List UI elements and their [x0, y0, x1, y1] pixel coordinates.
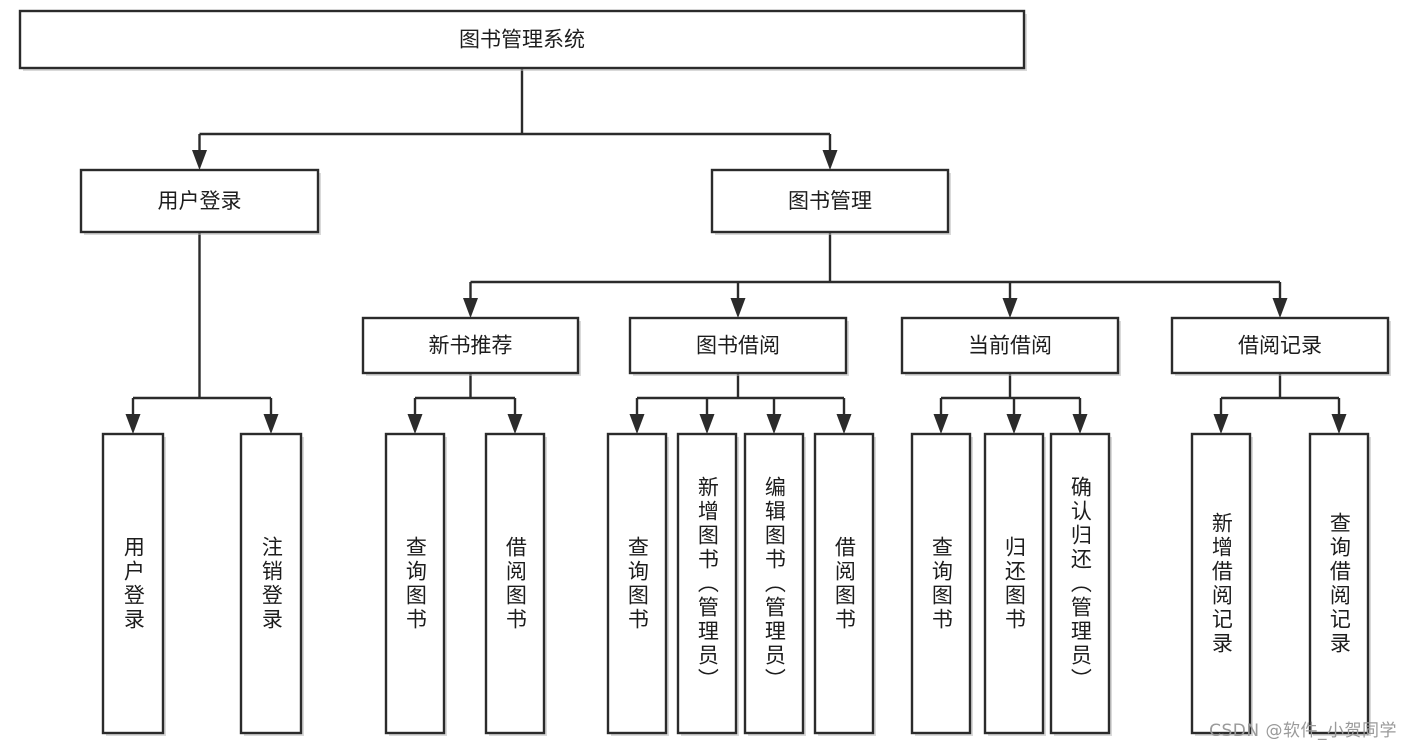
node-root[interactable] — [18, 9, 1027, 71]
node-user-login[interactable] — [79, 168, 321, 235]
edge-group-borrow-record — [1213, 373, 1347, 434]
node-leaf-borrow-book-1[interactable] — [484, 432, 547, 736]
node-label-book-manage: 图书管理 — [788, 189, 872, 213]
edge-group-user-login — [125, 232, 279, 434]
node-leaf-user-logout[interactable] — [239, 432, 304, 736]
node-label-root: 图书管理系统 — [459, 28, 585, 52]
node-book-manage[interactable] — [710, 168, 951, 235]
node-leaf-return-book[interactable] — [983, 432, 1046, 736]
node-leaf-query-book-2[interactable] — [606, 432, 669, 736]
node-leaf-confirm-return[interactable] — [1049, 432, 1112, 736]
node-leaf-query-book-1[interactable] — [384, 432, 447, 736]
node-current-borrow[interactable] — [900, 316, 1121, 376]
edge-group-current-borrow — [933, 373, 1088, 434]
node-leaf-borrow-book-2[interactable] — [813, 432, 876, 736]
node-book-borrow[interactable] — [628, 316, 849, 376]
edge-group-new-book-recommend — [407, 373, 523, 434]
edge-group-root — [192, 68, 838, 170]
node-leaf-add-record[interactable] — [1190, 432, 1253, 736]
node-label-book-borrow: 图书借阅 — [696, 334, 780, 358]
node-leaf-query-book-3[interactable] — [910, 432, 973, 736]
node-new-book-recommend[interactable] — [361, 316, 581, 376]
node-label-user-login: 用户登录 — [158, 189, 242, 213]
node-borrow-record[interactable] — [1170, 316, 1391, 376]
node-leaf-edit-book[interactable] — [743, 432, 806, 736]
edges-layer — [125, 68, 1347, 434]
edge-group-book-manage — [463, 232, 1288, 318]
nodes-layer: 新书推荐 图书借阅 当前借阅 借阅记录 用户登录 图书管理 图书管理系统 — [18, 9, 1391, 736]
node-label-borrow-record: 借阅记录 — [1238, 334, 1322, 358]
edge-group-book-borrow — [629, 373, 852, 434]
node-label-current-borrow: 当前借阅 — [968, 334, 1052, 358]
watermark-text: CSDN @软件_小贺同学 — [1209, 721, 1397, 741]
node-leaf-user-login[interactable] — [101, 432, 166, 736]
node-leaf-query-record[interactable] — [1308, 432, 1371, 736]
node-leaf-add-book[interactable] — [676, 432, 739, 736]
node-label-new-book-recommend: 新书推荐 — [429, 334, 513, 358]
